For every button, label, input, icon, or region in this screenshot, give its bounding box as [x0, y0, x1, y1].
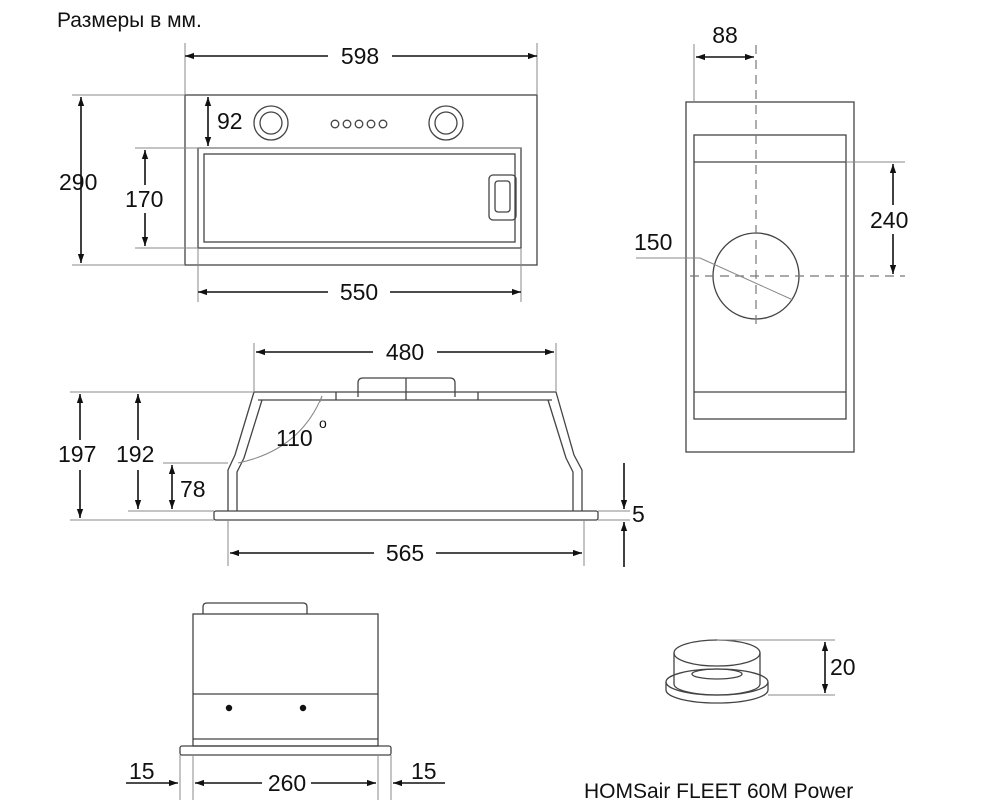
front-outline: [184, 94, 538, 266]
dim-outlet-diameter: 150: [634, 229, 672, 255]
filter-handle-recess: [494, 180, 511, 213]
flange-view: 20: [665, 639, 856, 704]
end-motor-housing: [202, 602, 308, 614]
side-view: 150 88 240: [634, 22, 908, 453]
end-body: [192, 613, 379, 747]
dim-panel-thickness: 5: [632, 501, 645, 527]
screw-left: [225, 704, 233, 712]
flange-base: [665, 668, 769, 696]
dim-flange-height: 20: [830, 654, 856, 680]
filter-panel-inner: [203, 153, 516, 243]
dim-filter-height: 170: [125, 186, 163, 212]
left-wall: [227, 391, 255, 511]
dim-profile-height-lower: 78: [180, 476, 206, 502]
dim-profile-height-body: 192: [116, 441, 154, 467]
dim-control-panel-height: 92: [217, 108, 243, 134]
dim-bottom-width: 565: [386, 540, 424, 566]
dim-width-inner: 260: [268, 770, 306, 796]
screw-right: [299, 704, 307, 712]
right-knob-inner: [434, 111, 458, 135]
profile-view: 110 o 480 197 192 78 5 565: [58, 339, 645, 567]
side-inner-frame: [693, 134, 847, 420]
dim-outlet-height: 240: [870, 207, 908, 233]
left-knob-icon: [253, 105, 289, 141]
right-knob-icon: [428, 105, 464, 141]
right-wall: [555, 391, 583, 511]
dim-top-width: 480: [386, 339, 424, 365]
left-knob-inner: [259, 111, 283, 135]
dim-profile-height-total: 197: [58, 441, 96, 467]
side-outline: [685, 101, 855, 453]
end-bottom-panel: [179, 745, 392, 756]
dim-margin-left: 15: [129, 758, 155, 784]
degree-symbol: o: [319, 415, 327, 431]
units-note: Размеры в мм.: [57, 9, 202, 32]
filter-handle: [488, 174, 517, 221]
dim-filter-width: 550: [340, 279, 378, 305]
model-name: HOMSair FLEET 60M Power: [584, 780, 853, 803]
front-view: 598 92 290 170 550: [59, 43, 538, 305]
control-buttons: [330, 119, 388, 129]
dim-width-total: 598: [341, 43, 379, 69]
dim-margin-right: 15: [411, 758, 437, 784]
flange-ring-top: [673, 639, 761, 667]
end-view: 15 260 15: [126, 602, 445, 800]
bottom-panel: [213, 510, 599, 521]
dim-angle: 110: [276, 425, 313, 451]
dim-offset-top: 88: [712, 22, 738, 48]
filter-panel-outer: [197, 147, 522, 249]
dim-height-total: 290: [59, 169, 97, 195]
